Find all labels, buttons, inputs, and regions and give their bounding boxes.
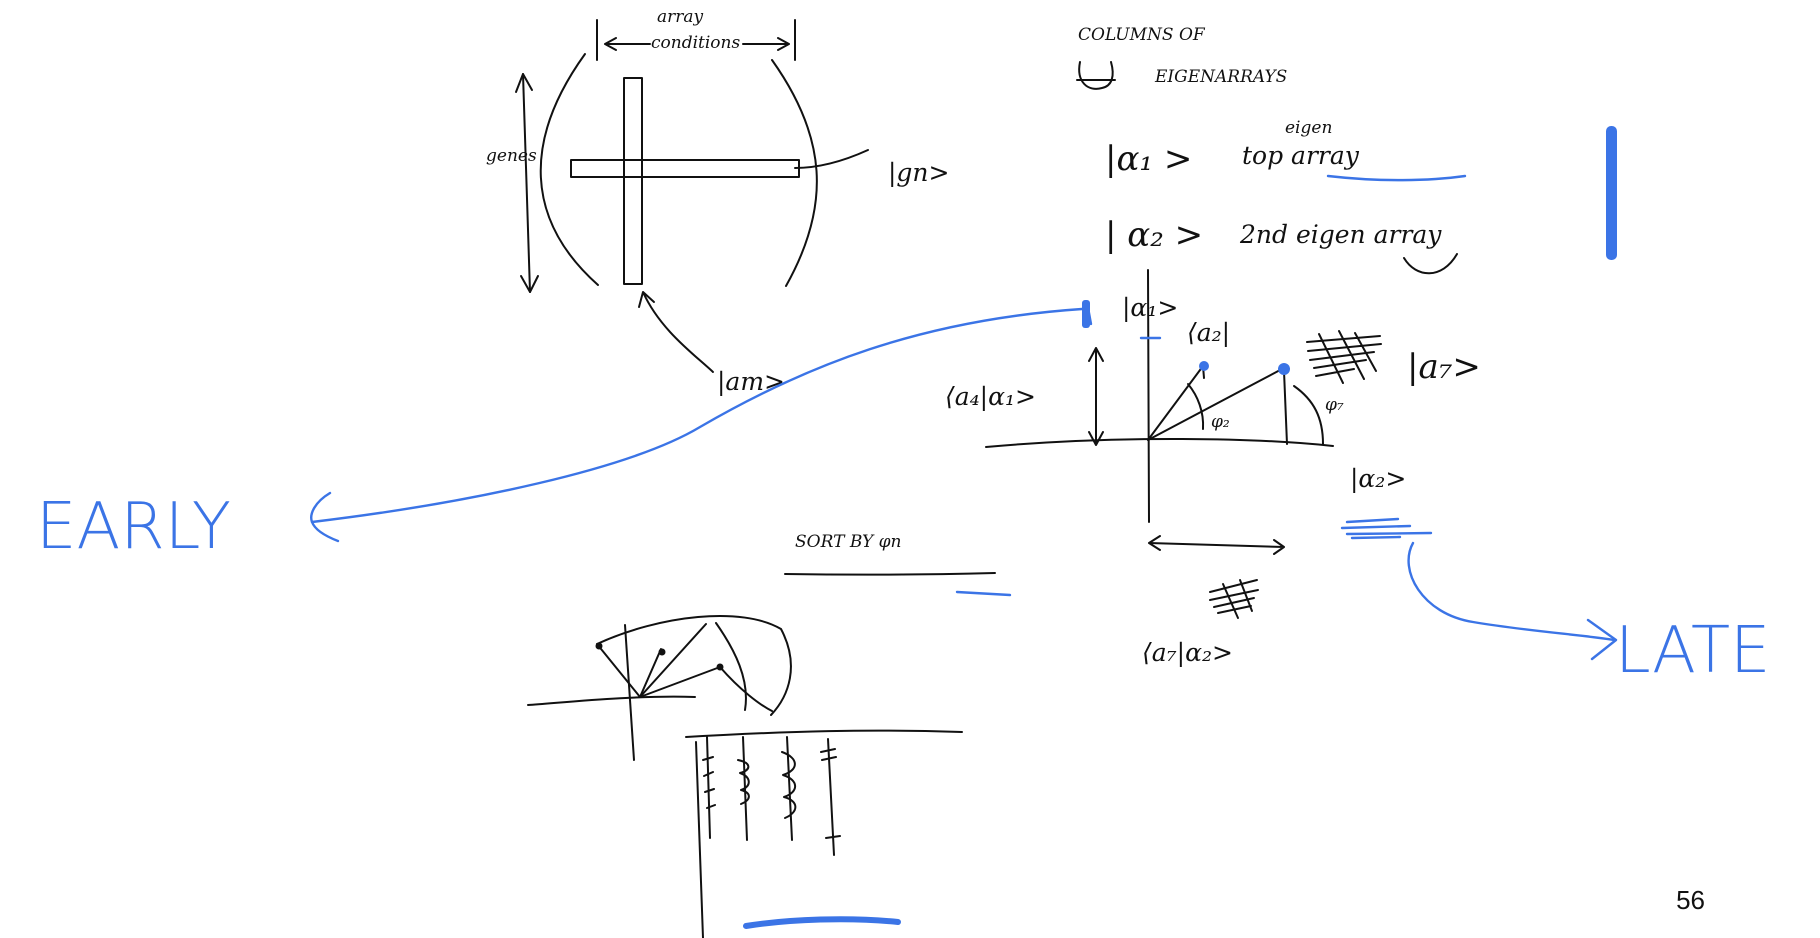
point-a2 (1199, 361, 1209, 371)
late-annotation: LATE (1409, 543, 1771, 688)
sort-by-underline (785, 573, 995, 575)
phi7-label: φ₇ (1325, 395, 1344, 415)
array-conditions-arrow-right (743, 38, 789, 50)
early-annotation: EARLY (36, 300, 1090, 564)
sort-vector-2 (640, 624, 706, 697)
alpha1-ket: |α₁ > (1105, 139, 1192, 179)
sort-column-1 (703, 737, 715, 838)
alpha2-axis-label: |α₂> (1350, 464, 1406, 494)
sort-point-3 (717, 664, 724, 671)
projection-a-alpha1-label: ⟨a₄|α₁> (945, 382, 1036, 412)
second-eigen-array-label: 2nd eigen array (1239, 220, 1442, 249)
sort-by-blue-underline (957, 592, 1010, 595)
sort-by-label: SORT BY φn (795, 532, 902, 552)
early-blue-mark (1082, 300, 1090, 328)
alpha2-ket: | α₂ > (1105, 215, 1203, 255)
matrix-right-bracket (772, 60, 817, 286)
sort-point-1 (596, 643, 603, 650)
phi7-arc (1294, 386, 1323, 444)
a7-scribble (1307, 331, 1381, 383)
matrix-left-bracket (541, 54, 598, 285)
phi2-label: φ₂ (1211, 412, 1230, 432)
sort-baseline (686, 731, 962, 737)
a7-lower-scribble (1210, 580, 1258, 618)
columns-of-label: COLUMNS OF (1078, 25, 1206, 45)
eigen-plane-sketch: φ₂ φ₇ ⟨a₄|α₁> |α₁> ⟨a₂| |a₇> |α₂> ⟨a₇|α₂… (945, 270, 1481, 668)
blue-margin-mark (1606, 126, 1617, 260)
alpha2-projection-arrow (1149, 536, 1284, 554)
array-column-pointer (639, 292, 713, 372)
second-eigen-underline (1404, 254, 1457, 273)
eigen-small-label: eigen (1285, 118, 1332, 138)
genes-label: genes (486, 146, 537, 166)
sort-horizontal-axis (528, 697, 695, 705)
eigenarrays-label: EIGENARRAYS (1154, 67, 1287, 87)
sort-point-2 (659, 649, 666, 656)
alpha2-blue-scribble (1342, 519, 1431, 538)
genes-axis-line (523, 74, 530, 292)
array-conditions-arrow-left (605, 38, 650, 50)
early-arrow-curve (312, 309, 1082, 522)
late-label: LATE (1615, 614, 1770, 688)
array-conditions-label-top: array (657, 7, 704, 27)
sort-column-2 (738, 737, 749, 840)
sort-column-vertical (696, 742, 703, 938)
array-conditions-label-bottom: conditions (651, 33, 740, 53)
sort-column-4 (821, 739, 840, 855)
sort-vector-1 (597, 644, 640, 697)
projection-a7-alpha2-label: ⟨a₇|α₂> (1142, 638, 1233, 668)
bottom-blue-stroke (746, 919, 898, 926)
a7-projection-line (1284, 371, 1287, 444)
array-ket-label: |am> (717, 367, 785, 397)
vector-to-a2 (1148, 366, 1203, 440)
top-array-underline (1328, 176, 1465, 180)
early-arrow-head (311, 493, 338, 541)
page-number: 56 (1676, 885, 1705, 916)
gene-row-pointer (795, 150, 868, 168)
bra-a2-label: ⟨a₂| (1187, 318, 1230, 348)
matrix-sketch: array conditions genes |gn> |am> (486, 7, 949, 397)
eigenarray-list: COLUMNS OF EIGENARRAYS |α₁ > eigen top a… (1077, 25, 1617, 273)
sort-sketch: SORT BY φn (528, 532, 1010, 938)
sort-vertical-axis (625, 625, 634, 760)
gene-ket-label: |gn> (888, 158, 949, 188)
ket-a7-label: |a₇> (1407, 347, 1481, 387)
early-label: EARLY (36, 490, 231, 564)
late-arrow-curve (1409, 543, 1614, 640)
alpha1-axis-label: |α₁> (1122, 293, 1178, 323)
gene-row-vector (571, 160, 799, 177)
sort-column-3 (782, 737, 795, 840)
phi2-arc (1188, 384, 1203, 429)
alpha2-horizontal-axis (986, 439, 1333, 447)
alpha1-projection-arrow (1089, 348, 1103, 445)
u-matrix-symbol (1077, 62, 1115, 89)
array-column-vector (624, 78, 642, 284)
point-a7 (1278, 363, 1290, 375)
top-array-label: top array (1242, 141, 1360, 170)
